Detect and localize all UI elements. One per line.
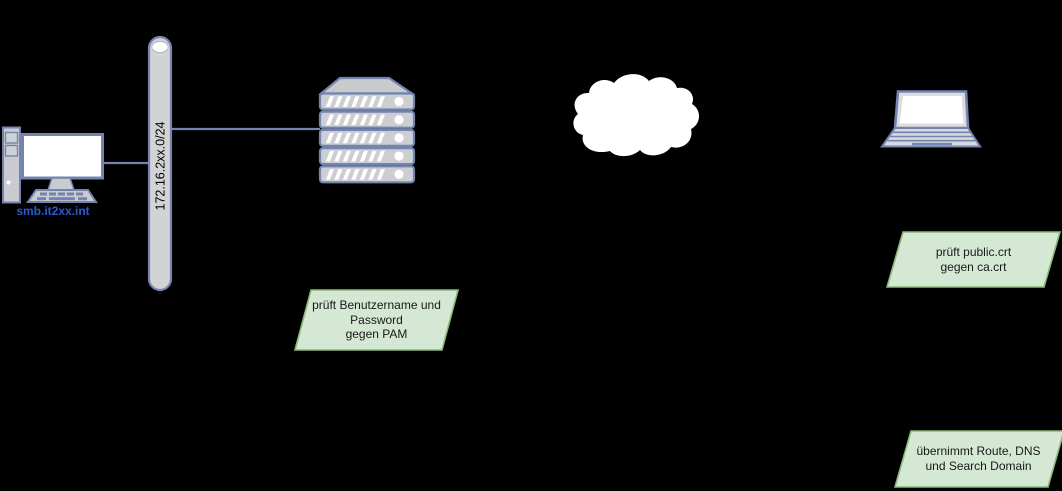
laptop-icon — [880, 90, 982, 148]
bus-label: 172.16.2xx.0/24 — [154, 121, 168, 210]
workstation-label: smb.it2xx.int — [16, 204, 90, 218]
callout-pam-shape — [293, 289, 460, 351]
callout-route-shape — [893, 430, 1062, 488]
network-bus-icon: 172.16.2xx.0/24 — [147, 35, 173, 292]
callout-cert-line2: gegen ca.crt — [940, 259, 1007, 274]
callout-cert-shape — [885, 231, 1062, 288]
callout-pam-line1: prüft Benutzername und — [312, 297, 441, 312]
workstation-icon — [2, 126, 104, 204]
callout-pam: prüft Benutzername und Password gegen PA… — [297, 291, 456, 349]
callout-cert: prüft public.crt gegen ca.crt — [889, 233, 1058, 286]
cloud-icon — [573, 74, 700, 157]
server-rack-icon — [317, 76, 416, 184]
callout-route: übernimmt Route, DNS und Search Domain — [897, 432, 1060, 486]
callout-pam-line2: Password — [350, 312, 403, 327]
callout-pam-line3: gegen PAM — [345, 327, 408, 342]
callout-cert-line1: prüft public.crt — [935, 244, 1012, 259]
callout-route-line1: übernimmt Route, DNS — [916, 444, 1041, 459]
callout-route-line2: und Search Domain — [925, 459, 1032, 473]
